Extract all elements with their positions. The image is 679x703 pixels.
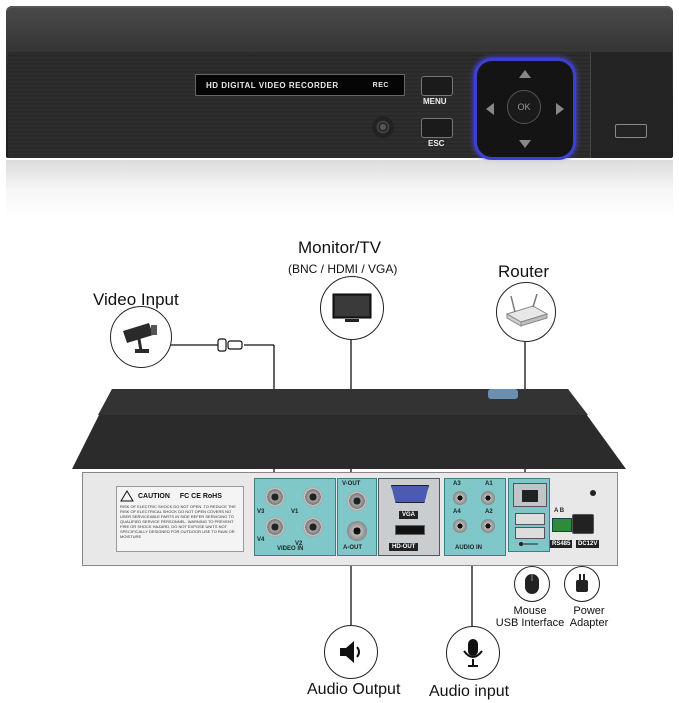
speaker-icon bbox=[340, 641, 360, 663]
audio-output-circle bbox=[324, 625, 378, 679]
v2-label: V2 bbox=[295, 541, 303, 547]
hdmi-port[interactable] bbox=[395, 525, 425, 535]
power-label: Power Adapter bbox=[564, 605, 614, 629]
caution-text: RISK OF ELECTRIC SHOCK DO NOT OPEN. TO R… bbox=[120, 504, 236, 539]
a-out-label: A-OUT bbox=[343, 545, 362, 551]
a4-label: A4 bbox=[453, 509, 461, 515]
monitor-subtitle: (BNC / HDMI / VGA) bbox=[288, 262, 398, 276]
bnc-v1[interactable] bbox=[303, 487, 323, 507]
warning-icon bbox=[120, 490, 134, 502]
caution-label: CAUTION FC CE RoHS RISK OF ELECTRIC SHOC… bbox=[116, 486, 244, 552]
lcd-text: HD DIGITAL VIDEO RECORDER bbox=[206, 80, 339, 90]
vga-hd-block: VGA HD-OUT bbox=[378, 478, 440, 556]
v1-label: V1 bbox=[291, 509, 299, 515]
menu-label: MENU bbox=[423, 97, 447, 106]
left-arrow-icon[interactable] bbox=[486, 103, 494, 115]
video-input-label: Video Input bbox=[93, 290, 179, 309]
dvr-front-right-panel bbox=[590, 52, 672, 158]
hd-out-label: HD-OUT bbox=[389, 543, 419, 551]
power-circle bbox=[564, 566, 600, 602]
bnc-v2[interactable] bbox=[303, 517, 323, 537]
power-label-line2: Adapter bbox=[569, 617, 609, 629]
power-label-line1: Power bbox=[573, 605, 605, 617]
ab-label: A B bbox=[554, 508, 565, 514]
right-arrow-icon[interactable] bbox=[556, 103, 564, 115]
vga-port[interactable] bbox=[391, 485, 429, 503]
camera-circle bbox=[110, 306, 172, 368]
mouse-label-line1: Mouse bbox=[513, 605, 547, 617]
vga-label: VGA bbox=[399, 511, 419, 519]
down-arrow-icon[interactable] bbox=[519, 140, 531, 148]
usb-port-icon bbox=[615, 124, 647, 138]
rec-indicator: REC bbox=[372, 81, 389, 89]
a2-label: A2 bbox=[485, 509, 493, 515]
device-reflection bbox=[6, 160, 673, 218]
a3-label: A3 bbox=[453, 481, 461, 487]
usb-symbol-icon bbox=[519, 542, 538, 546]
rs485-label: RS485 bbox=[550, 540, 573, 548]
rca-a2[interactable] bbox=[481, 519, 495, 533]
ok-button[interactable]: OK bbox=[507, 90, 541, 124]
ok-label: OK bbox=[517, 102, 531, 112]
microphone-icon bbox=[463, 639, 483, 667]
router-circle bbox=[496, 282, 556, 342]
esc-button[interactable] bbox=[421, 118, 453, 138]
audio-in-label: AUDIO IN bbox=[455, 545, 482, 551]
audio-input-circle bbox=[446, 626, 500, 680]
lcd-display: HD DIGITAL VIDEO RECORDER REC bbox=[195, 74, 405, 96]
mouse-icon bbox=[525, 574, 539, 594]
mouse-circle bbox=[514, 566, 550, 602]
mouse-label-line2: USB Interface bbox=[495, 617, 565, 629]
audio-in-block: A3 A1 A4 A2 AUDIO IN bbox=[444, 478, 506, 556]
vout-aout-block: V-OUT A-OUT bbox=[337, 478, 377, 556]
dc-jack[interactable] bbox=[572, 514, 594, 534]
caution-title: CAUTION bbox=[138, 492, 170, 500]
audio-input-label: Audio input bbox=[429, 683, 510, 700]
bnc-v3[interactable] bbox=[265, 487, 285, 507]
bnc-v-out[interactable] bbox=[347, 491, 367, 511]
video-in-label: VIDEO IN bbox=[277, 546, 304, 552]
dc12v-label: DC12V bbox=[576, 540, 600, 548]
video-in-block: V3 V1 V4 V2 VIDEO IN bbox=[254, 478, 336, 556]
rca-a1[interactable] bbox=[481, 491, 495, 505]
v3-label: V3 bbox=[257, 509, 265, 515]
power-adapter-icon bbox=[576, 574, 588, 592]
menu-button[interactable] bbox=[421, 76, 453, 96]
dvr-back-top bbox=[72, 389, 626, 469]
usb-port-1[interactable] bbox=[515, 513, 545, 525]
v4-label: V4 bbox=[257, 537, 265, 543]
ir-receiver-icon bbox=[372, 116, 394, 138]
bnc-v4[interactable] bbox=[265, 517, 285, 537]
router-label: Router bbox=[498, 262, 550, 281]
v-out-label: V-OUT bbox=[342, 481, 361, 487]
router-icon bbox=[505, 293, 549, 327]
mouse-label: Mouse USB Interface bbox=[494, 605, 566, 629]
rca-a-out[interactable] bbox=[347, 521, 367, 541]
cctv-camera-icon bbox=[123, 323, 157, 353]
up-arrow-icon[interactable] bbox=[519, 70, 531, 78]
usb-port-2[interactable] bbox=[515, 527, 545, 539]
ethernet-port[interactable] bbox=[513, 483, 547, 507]
network-usb-block bbox=[508, 478, 550, 552]
ground-screw bbox=[590, 490, 596, 496]
a1-label: A1 bbox=[485, 481, 493, 487]
power-block: A B RS485 DC12V bbox=[550, 478, 610, 554]
monitor-icon bbox=[332, 293, 372, 322]
esc-label: ESC bbox=[428, 139, 445, 148]
audio-output-label: Audio Output bbox=[307, 681, 401, 698]
rs485-terminal[interactable] bbox=[552, 518, 572, 532]
monitor-title: Monitor/TV bbox=[298, 238, 382, 257]
rca-a3[interactable] bbox=[453, 491, 467, 505]
rca-a4[interactable] bbox=[453, 519, 467, 533]
dpad-arrows bbox=[486, 70, 564, 148]
monitor-circle bbox=[320, 276, 384, 340]
